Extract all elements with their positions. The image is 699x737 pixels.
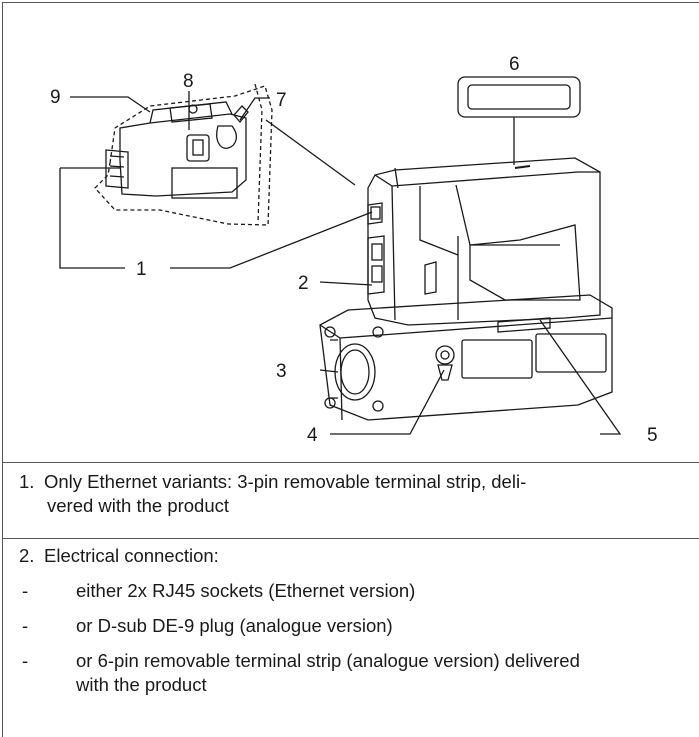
bullet-dash: - xyxy=(22,650,29,671)
callout-6: 6 xyxy=(509,54,520,75)
callout-8: 8 xyxy=(183,71,194,92)
legend-subitem-text: or D-sub DE-9 plug (analogue version) xyxy=(76,615,393,636)
legend-subitem-dsub: - or D-sub DE-9 plug (analogue version) xyxy=(19,614,699,638)
legend-subitem-rj45: - either 2x RJ45 sockets (Ethernet versi… xyxy=(19,579,699,603)
base-block xyxy=(319,294,613,421)
terminal-strip-detail xyxy=(94,83,356,226)
callout-2: 2 xyxy=(298,273,309,294)
legend-item-2: 2. Electrical connection: - either 2x RJ4… xyxy=(2,538,699,737)
bullet-dash: - xyxy=(22,580,29,601)
bullet-dash: - xyxy=(22,615,29,636)
display-detail-inner xyxy=(467,84,571,110)
flow-controller-body xyxy=(367,157,601,326)
legend-item-1: 1. Only Ethernet variants: 3-pin removabl… xyxy=(2,462,699,538)
display-detail-outer xyxy=(457,76,581,118)
legend-item-2-number: 2. xyxy=(19,545,35,566)
callout-3: 3 xyxy=(276,361,287,382)
callout-9: 9 xyxy=(50,87,61,108)
legend-subitem-terminal: - or 6-pin removable terminal strip (ana… xyxy=(19,649,699,697)
legend-item-2-text: Electrical connection: xyxy=(44,545,219,566)
legend-subitem-text: either 2x RJ45 sockets (Ethernet version… xyxy=(76,580,416,601)
callout-7: 7 xyxy=(276,90,287,111)
legend-item-1-text-cont: vered with the product xyxy=(47,495,230,516)
callout-1: 1 xyxy=(136,259,147,280)
legend-item-1-number: 1. xyxy=(19,471,35,492)
legend-subitem-text: or 6-pin removable terminal strip (analo… xyxy=(76,650,580,671)
legend-subitem-text-cont: with the product xyxy=(76,674,207,695)
callout-5: 5 xyxy=(647,425,658,446)
legend-item-1-text: Only Ethernet variants: 3-pin removable … xyxy=(44,471,527,492)
callout-4: 4 xyxy=(307,425,318,446)
device-illustration: 1 2 3 4 5 6 7 8 9 xyxy=(50,54,658,446)
